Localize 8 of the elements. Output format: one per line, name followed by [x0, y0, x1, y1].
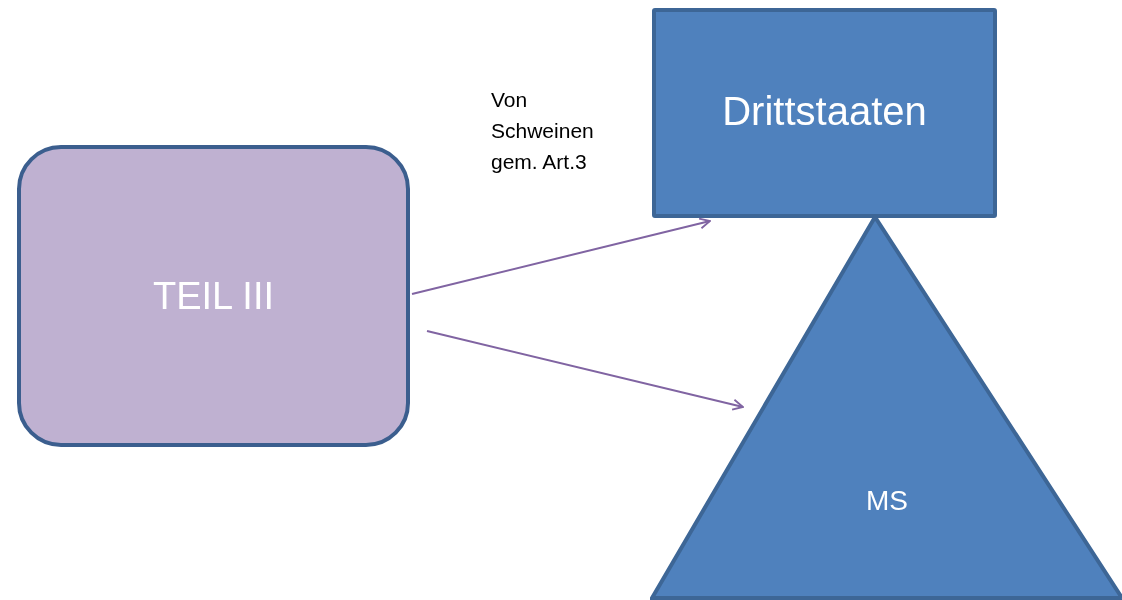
arrow [426, 330, 744, 411]
node-label: Drittstaaten [722, 88, 927, 135]
node-label: TEIL III [152, 273, 275, 319]
arrow [411, 217, 711, 295]
process-box [652, 8, 997, 218]
edge-label: Von Schweinen gem. Art.3 [491, 87, 595, 175]
rounded-box [17, 145, 410, 447]
node-label: MS [866, 484, 908, 518]
